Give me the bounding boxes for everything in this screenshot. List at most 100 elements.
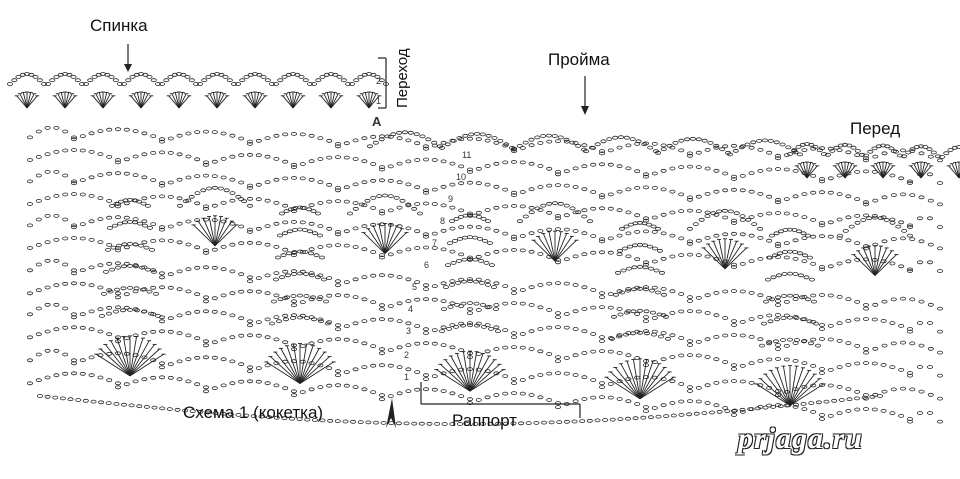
chain-stitch [836,236,843,241]
chain-stitch [136,221,143,226]
chain-stitch [701,138,708,143]
chain-stitch [127,197,134,202]
chain-stitch [283,295,290,300]
chain-stitch [370,363,377,368]
chain-stitch [255,366,262,371]
chain-stitch [146,75,153,79]
treble-stitch [874,246,882,276]
chain-stitch [264,78,271,83]
chain-stitch [115,171,122,176]
chain-stitch [563,139,570,144]
chain-stitch [185,242,192,247]
treble-stitch [469,363,500,392]
chain-stitch [810,337,817,342]
chain-stitch [813,321,820,326]
chain-stitch [466,277,473,282]
treble-stitch [639,363,660,400]
watermark: prjaga.ru [738,422,863,455]
chain-stitch [141,219,148,224]
chain-stitch [484,395,491,400]
chain-stitch [82,398,89,403]
chain-stitch [466,307,473,312]
chain-stitch [79,371,86,376]
chain-stitch [201,78,208,83]
chain-stitch [854,197,861,202]
chain-stitch [462,133,469,138]
chain-stitch [194,218,201,223]
chain-stitch [378,255,385,260]
chain-stitch [930,150,937,155]
chain-stitch [326,226,333,231]
chain-stitch [218,72,225,77]
chain-stitch [792,297,799,302]
chain-stitch [898,264,905,269]
chain-stitch [462,213,469,218]
treble-stitch [214,224,237,247]
treble-stitch [129,340,150,377]
chain-stitch [769,297,776,302]
chain-stitch [62,352,69,357]
chain-stitch [546,325,553,330]
chain-stitch [805,233,812,238]
chain-stitch [318,255,325,260]
chain-stitch [176,196,183,201]
chain-stitch [302,272,309,276]
chain-stitch [475,210,482,215]
chain-stitch [528,285,535,290]
chain-stitch [660,231,667,236]
chain-stitch [158,375,165,380]
chain-stitch [202,129,209,134]
chain-stitch [555,315,562,320]
chain-stitch [652,246,659,251]
chain-stitch [731,323,738,327]
chain-stitch [918,389,925,394]
chain-stitch [655,226,662,231]
chain-stitch [132,129,139,134]
chain-stitch [238,180,245,185]
chain-stitch [91,75,98,79]
chain-stitch [704,355,711,359]
chain-stitch [731,409,738,414]
chain-stitch [632,243,639,248]
chain-stitch [466,224,473,229]
chain-stitch [519,288,526,292]
treble-stitch [326,92,332,109]
chain-stitch [810,173,817,178]
chain-stitch [395,421,402,426]
chain-stitch [101,291,108,296]
chain-stitch [616,252,623,257]
chain-stitch [343,141,350,146]
chain-stitch [493,140,500,145]
chain-stitch [234,82,241,86]
chain-stitch [117,82,124,86]
chain-stitch [634,229,641,234]
chain-stitch [678,236,685,241]
chain-stitch [352,138,359,143]
front-label: Перед [850,119,901,138]
chain-stitch [519,160,526,165]
chain-stitch [927,346,934,351]
chain-stitch [361,365,368,370]
chain-stitch [722,333,729,338]
chain-stitch [343,199,350,204]
chain-stitch [775,299,782,303]
treble-stitch [639,367,666,400]
chain-stitch [898,220,905,225]
chain-stitch [727,209,734,214]
chain-stitch [546,183,553,188]
chain-stitch [256,72,263,77]
treble-stitch [212,92,218,109]
chain-stitch [808,142,815,147]
chain-stitch [537,305,544,310]
chain-stitch [352,295,359,300]
chain-stitch [422,234,429,239]
chain-stitch [781,294,788,298]
chain-stitch [731,265,738,269]
chain-stitch [660,287,667,291]
chain-stitch [555,405,562,410]
chain-stitch [880,362,887,367]
chain-stitch [765,277,772,282]
chain-stitch [326,276,333,281]
chain-stitch [846,397,853,402]
chain-stitch [246,289,253,294]
